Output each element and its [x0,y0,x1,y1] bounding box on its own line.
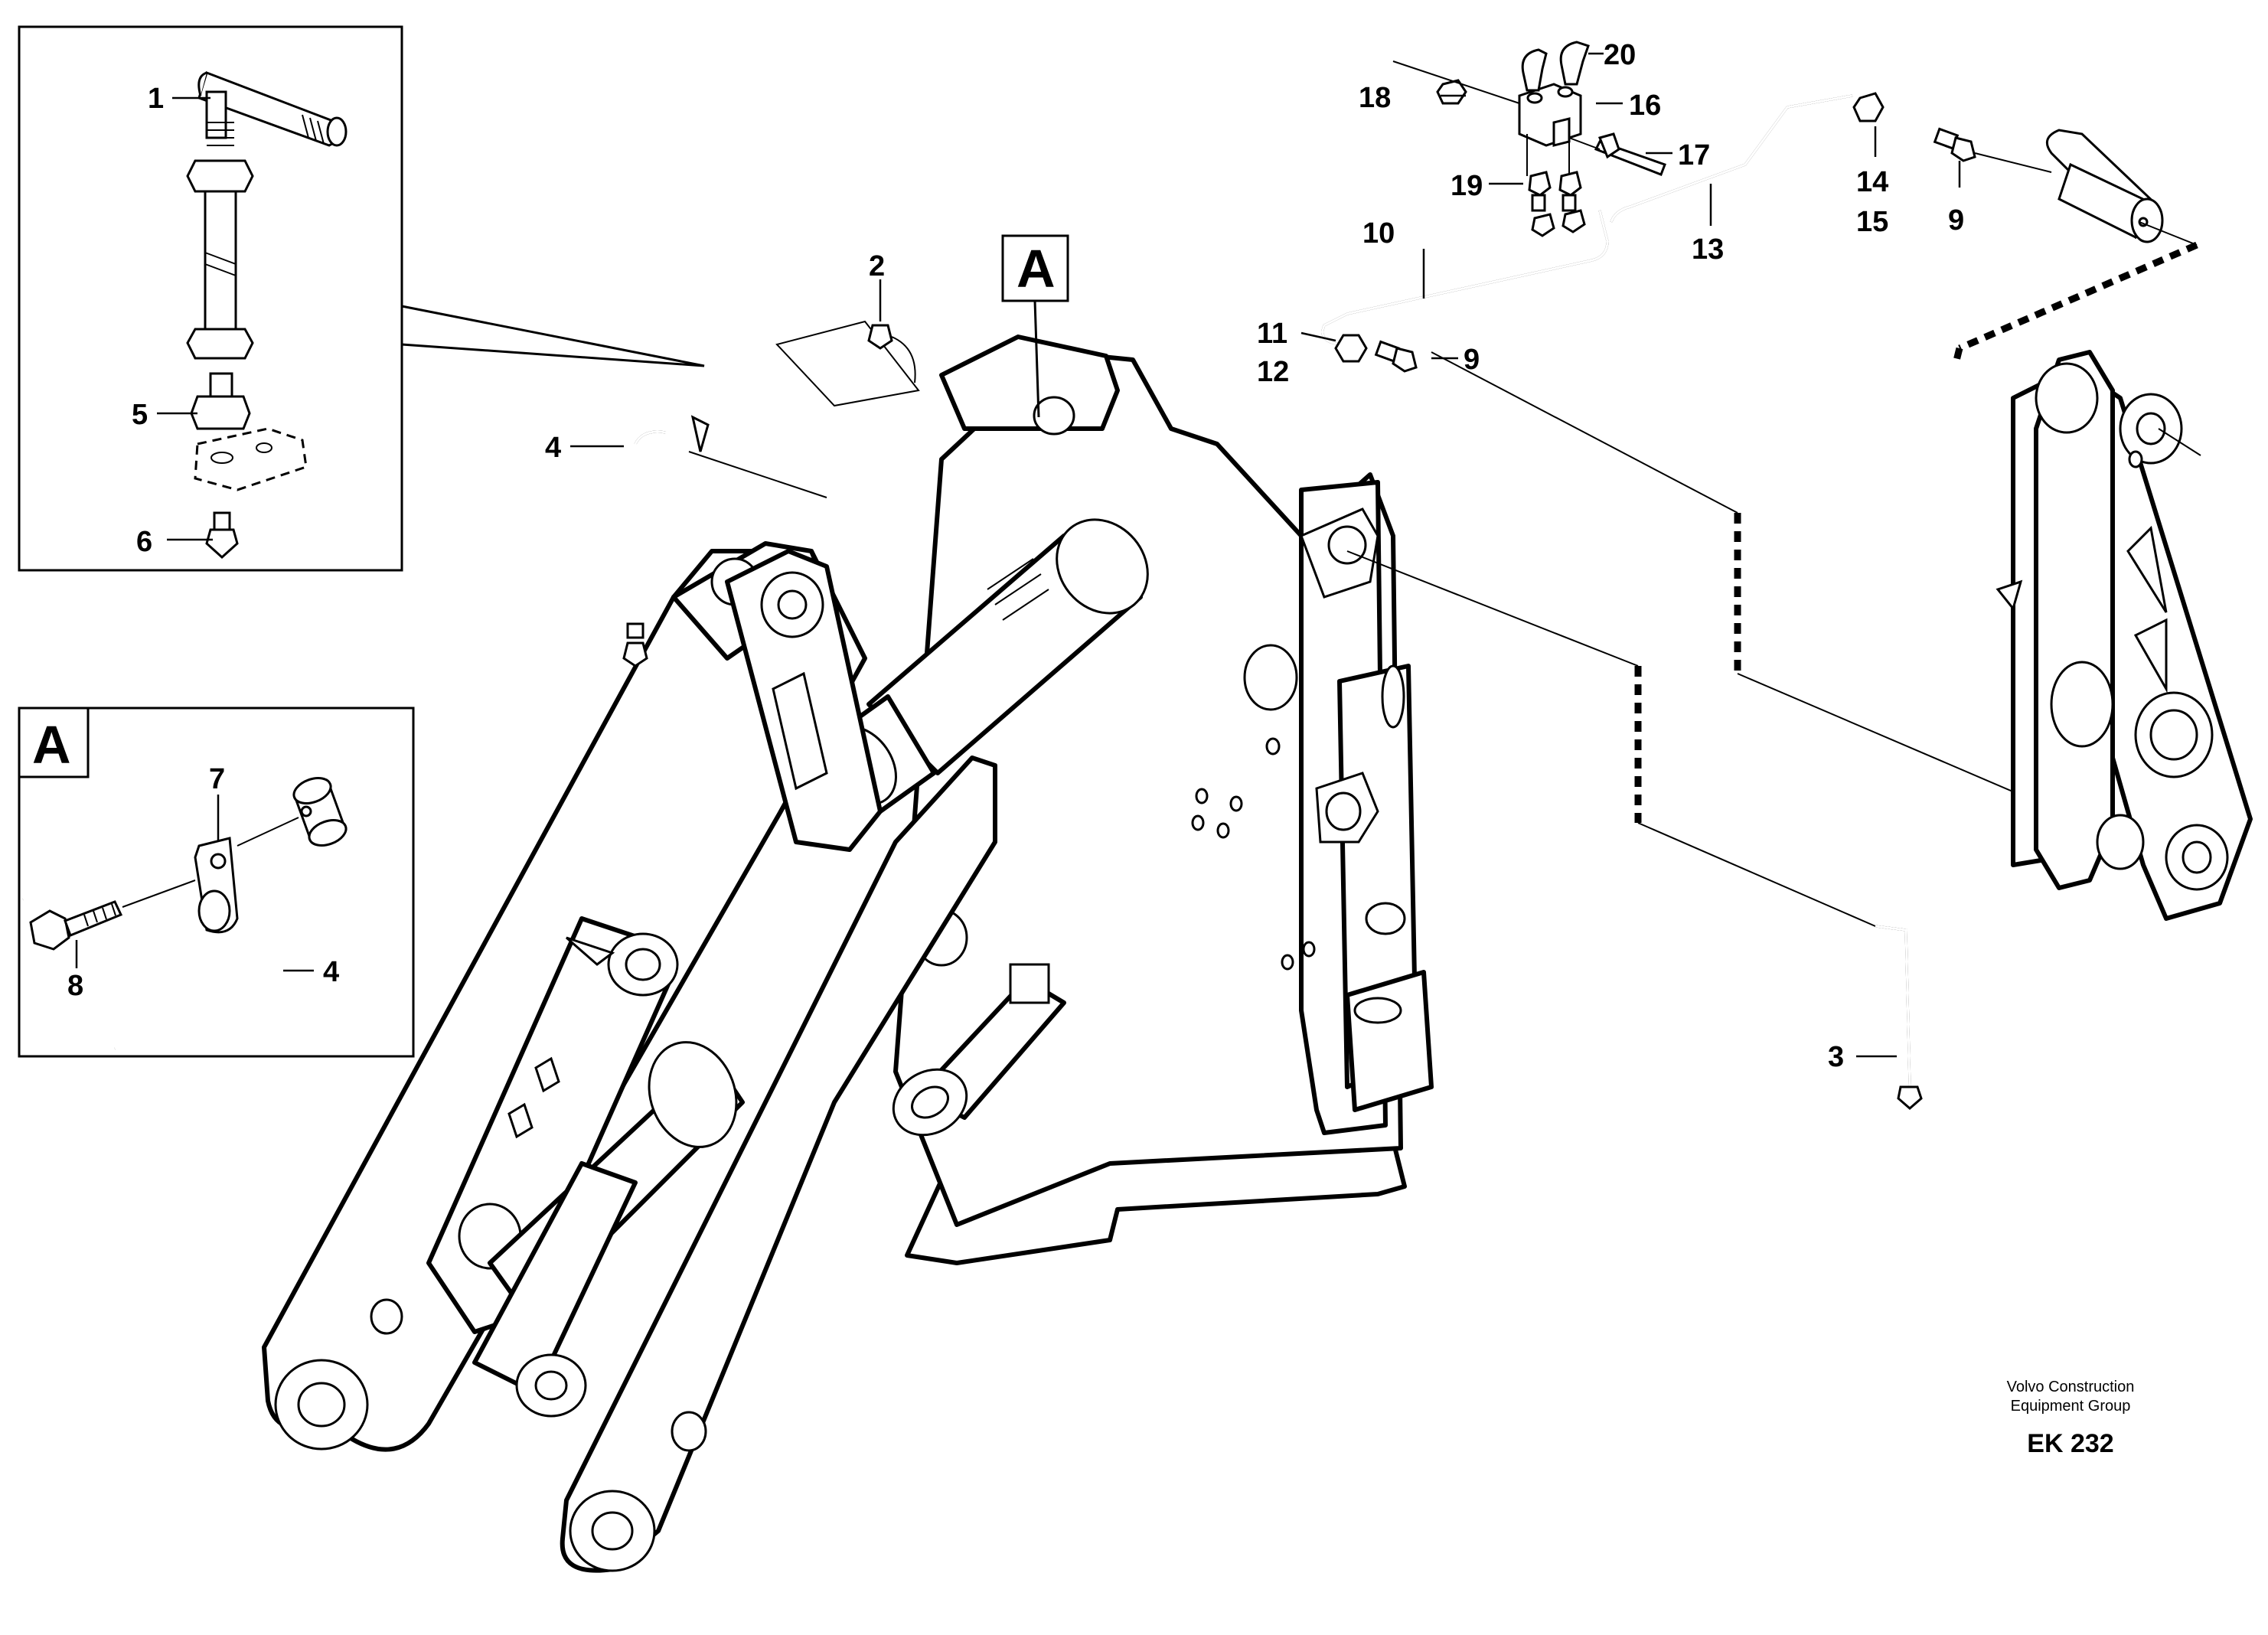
callout-8: 8 [67,970,83,1002]
fitting-14-15 [1852,92,1885,122]
upper-nut [186,159,254,193]
lube-line-3 [1346,550,1923,1110]
detail-inset-a: A 7 8 4 [18,707,415,1058]
grease-nipple-part-6 [205,528,239,560]
callout-16: 16 [1629,90,1661,122]
tilt-cylinder [892,963,1066,1137]
link-assembly-right [1996,350,2253,921]
lube-line-4 [622,415,827,667]
callout-2: 2 [869,250,885,282]
callout-3: 3 [1828,1041,1844,1073]
callout-17: 17 [1678,139,1710,171]
spring-coil [207,122,234,146]
callout-20: 20 [1604,39,1636,71]
lube-lines-upper [1321,94,1853,346]
detail-label-a: A [32,715,71,775]
inset-a-letter-box [18,707,90,778]
company-line-2: Equipment Group [2011,1398,2131,1415]
fitting-11-12 [1334,334,1368,363]
plate-hole-large [1243,644,1298,711]
inset-top-frame [18,25,403,572]
callout-7: 7 [209,763,225,795]
callout-9-lower: 9 [1464,344,1480,376]
callout-4: 4 [545,432,561,464]
drawing-code: EK 232 [2027,1429,2113,1458]
company-line-1: Volvo Construction [2007,1379,2135,1395]
detail-pointer-label: A [1017,239,1056,299]
callout-14: 14 [1856,166,1888,198]
title-block: Volvo Construction Equipment Group EK 23… [2007,1379,2135,1458]
callout-13: 13 [1692,233,1724,266]
loader-frame-assembly [262,335,1434,1573]
inset-top-pointer [401,305,705,367]
callout-10: 10 [1362,217,1395,250]
grease-point-part-2 [775,320,920,407]
callout-6: 6 [136,526,152,558]
fitting-9-upper [1933,127,1976,162]
lift-arm-right [560,755,997,1573]
detail-a-pointer: A [1001,234,1069,418]
fitting-9-lower [1374,340,1418,373]
callout-18: 18 [1359,82,1391,114]
callout-5: 5 [132,399,148,431]
mount-hole-a [1033,396,1075,436]
callout-4-detail: 4 [323,956,339,988]
inset-a-frame [18,707,415,1058]
callout-15: 15 [1856,206,1888,238]
mounting-block-dashed [194,427,308,491]
distribution-block [1392,41,1666,237]
callout-9-upper: 9 [1948,204,1964,237]
callout-1: 1 [148,83,164,115]
callout-19: 19 [1451,170,1483,202]
bolt-part-8 [29,900,123,951]
lower-nut [186,328,254,360]
pivot-hole-top [1327,525,1367,565]
callout-12: 12 [1257,356,1289,388]
fitting-part-5 [190,395,251,430]
tube [204,190,237,331]
detail-inset-top: 1 5 6 [18,25,705,572]
pivot-pin-right [2045,129,2164,243]
callout-11: 11 [1257,318,1287,350]
spacer-bushing [292,777,348,847]
grease-pin-part-1 [197,71,348,147]
